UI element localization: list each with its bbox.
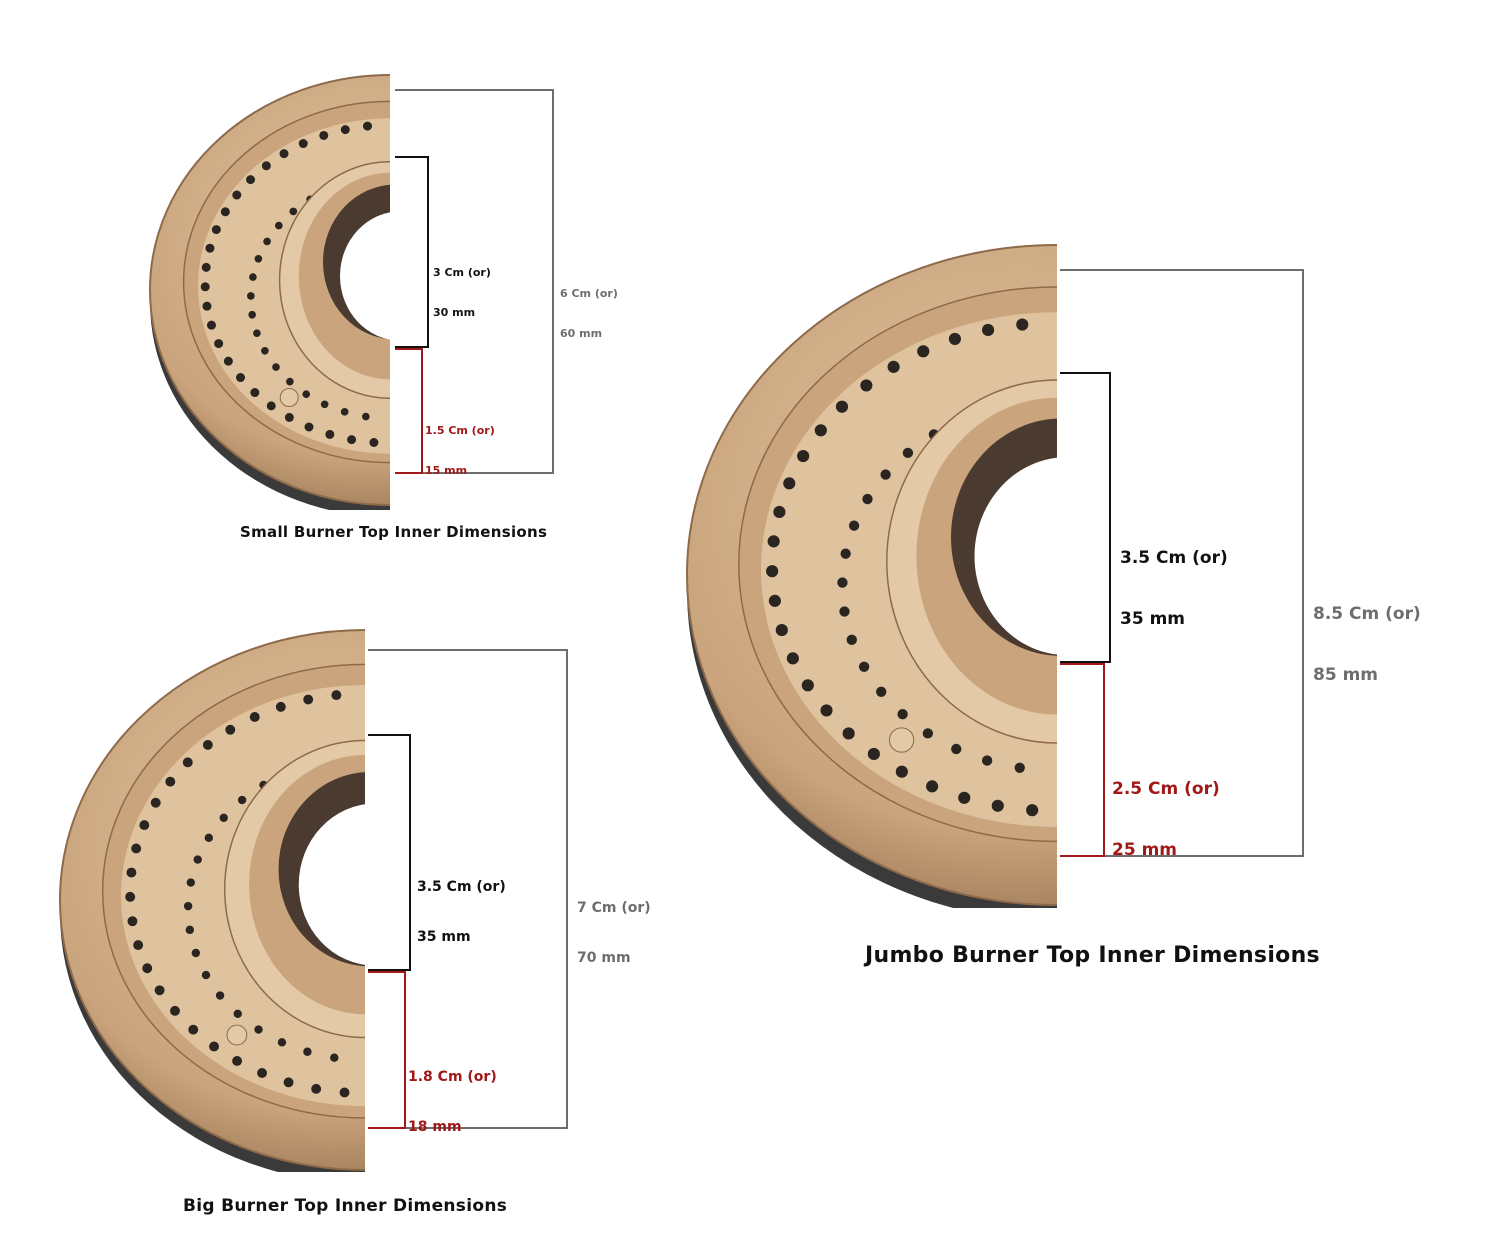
big-inner-diameter-bracket — [368, 734, 411, 971]
small-rim-line2: 15 mm — [425, 463, 468, 477]
small-inner-dimension-label: 3 Cm (or) 30 mm — [433, 240, 491, 346]
jumbo-inner-line1: 3.5 Cm (or) — [1120, 547, 1228, 568]
big-rim-line2: 18 mm — [408, 1118, 462, 1135]
jumbo-outer-line2: 85 mm — [1313, 664, 1379, 685]
big-burner-caption: Big Burner Top Inner Dimensions — [183, 1196, 508, 1216]
small-outer-dimension-label: 6 Cm (or) 60 mm — [560, 261, 618, 367]
small-outer-line2: 60 mm — [560, 326, 603, 340]
big-dimension-brackets — [368, 649, 568, 1129]
jumbo-burner-illustration — [686, 244, 1057, 908]
small-outer-diameter-bracket — [395, 89, 554, 474]
big-inner-dimension-label: 3.5 Cm (or) 35 mm — [417, 845, 506, 979]
jumbo-inner-line2: 35 mm — [1120, 608, 1186, 629]
jumbo-rim-width-bracket — [1060, 663, 1105, 857]
big-outer-dimension-label: 7 Cm (or) 70 mm — [577, 866, 651, 1000]
jumbo-outer-diameter-bracket — [1060, 269, 1304, 857]
small-inner-diameter-bracket — [395, 156, 429, 348]
big-burner-illustration — [59, 629, 365, 1172]
big-outer-line2: 70 mm — [577, 949, 631, 966]
big-rim-dimension-label: 1.8 Cm (or) 18 mm — [408, 1035, 497, 1169]
jumbo-rim-dimension-label: 2.5 Cm (or) 25 mm — [1112, 738, 1220, 901]
jumbo-rim-line1: 2.5 Cm (or) — [1112, 778, 1220, 799]
small-rim-dimension-label: 1.5 Cm (or) 15 mm — [425, 398, 495, 504]
small-burner-illustration — [149, 74, 390, 510]
jumbo-rim-line2: 25 mm — [1112, 839, 1178, 860]
small-inner-line2: 30 mm — [433, 305, 476, 319]
big-inner-line1: 3.5 Cm (or) — [417, 878, 506, 895]
small-inner-line1: 3 Cm (or) — [433, 266, 491, 280]
jumbo-outer-line1: 8.5 Cm (or) — [1313, 603, 1421, 624]
jumbo-burner-caption: Jumbo Burner Top Inner Dimensions — [865, 943, 1320, 968]
big-rim-width-bracket — [368, 971, 406, 1129]
big-outer-line1: 7 Cm (or) — [577, 899, 651, 916]
jumbo-inner-dimension-label: 3.5 Cm (or) 35 mm — [1120, 507, 1228, 670]
big-rim-line1: 1.8 Cm (or) — [408, 1068, 497, 1085]
small-burner-caption: Small Burner Top Inner Dimensions — [240, 523, 548, 541]
jumbo-dimension-brackets — [1060, 269, 1304, 857]
small-dimension-brackets — [395, 89, 554, 474]
big-inner-line2: 35 mm — [417, 928, 471, 945]
small-rim-line1: 1.5 Cm (or) — [425, 424, 495, 438]
small-rim-width-bracket — [395, 348, 423, 474]
big-outer-diameter-bracket — [368, 649, 568, 1129]
jumbo-inner-diameter-bracket — [1060, 372, 1111, 663]
small-outer-line1: 6 Cm (or) — [560, 287, 618, 301]
jumbo-outer-dimension-label: 8.5 Cm (or) 85 mm — [1313, 563, 1421, 726]
